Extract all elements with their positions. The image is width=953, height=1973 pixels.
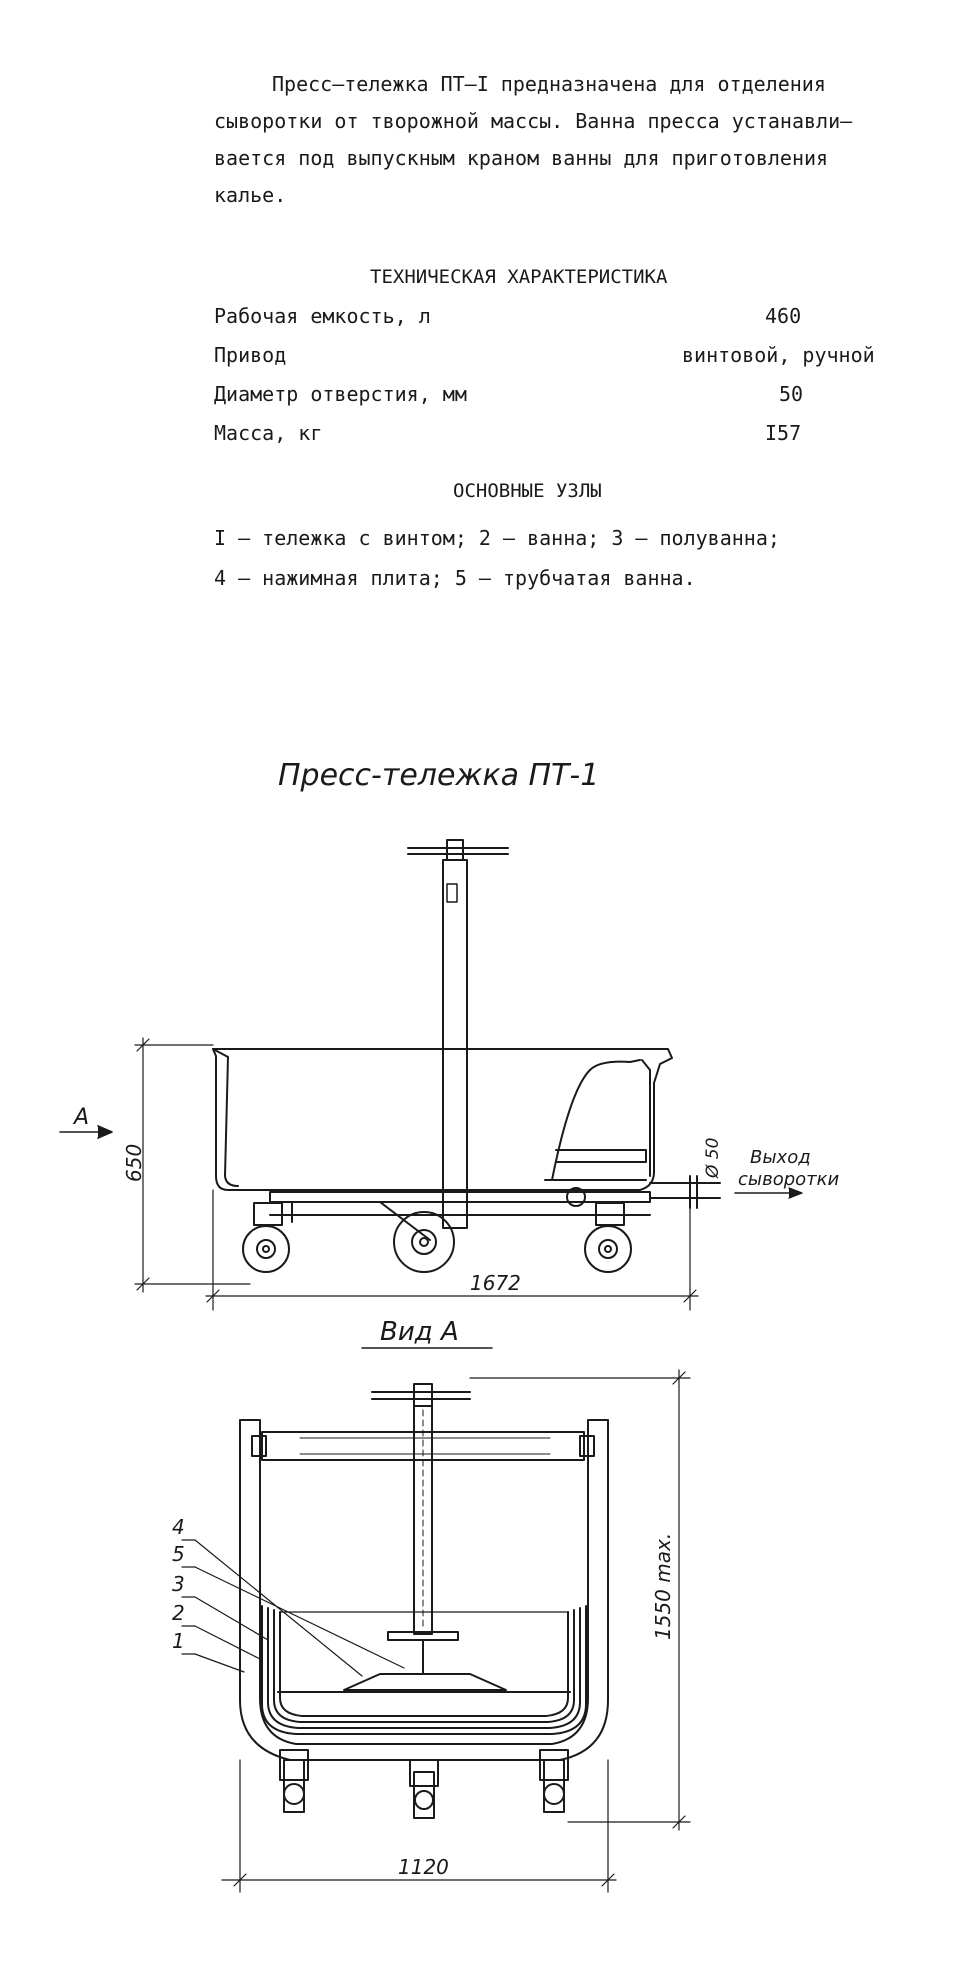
callout-label: 4 <box>172 1515 185 1539</box>
wheel-icon <box>393 1211 455 1273</box>
spec-row: Диаметр отверстия, мм 50 <box>214 382 884 412</box>
callout-label: 1 <box>172 1629 185 1653</box>
units-line: 4 – нажимная плита; 5 – трубчатая ванна. <box>214 566 696 590</box>
wheel-icon <box>584 1202 632 1273</box>
callout-label: 3 <box>172 1572 185 1596</box>
spec-value: винтовой, ручной <box>682 343 875 367</box>
length-dimension <box>205 1189 699 1311</box>
spec-value: I57 <box>765 421 802 445</box>
height-dim-label: 650 <box>122 1144 146 1182</box>
spec-row: Привод винтовой, ручной <box>214 343 884 373</box>
units-line: I – тележка с винтом; 2 – ванна; 3 – пол… <box>214 526 780 550</box>
specs-heading: ТЕХНИЧЕСКАЯ ХАРАКТЕРИСТИКА <box>370 266 668 288</box>
wheel-icon <box>242 1202 290 1273</box>
arrow-icon <box>59 1125 113 1139</box>
height-dim-label: 1550 max. <box>651 1533 675 1640</box>
width-dim-label: 1120 <box>398 1855 449 1879</box>
wheel-icon <box>279 1749 309 1813</box>
height-dimension <box>134 1037 251 1293</box>
spec-label: Диаметр отверстия, мм <box>214 382 467 406</box>
units-list: I – тележка с винтом; 2 – ванна; 3 – пол… <box>214 518 780 598</box>
outlet-dim-label: Ø 50 <box>703 1138 723 1179</box>
callout-label: 5 <box>172 1542 185 1566</box>
callout-label: 2 <box>172 1601 185 1625</box>
view-arrow-label: А <box>72 1105 89 1130</box>
intro-line: Пресс–тележка ПТ–I предназначена для отд… <box>272 72 826 96</box>
outlet-label: Выход <box>750 1147 811 1168</box>
spec-row: Рабочая емкость, л 460 <box>214 304 884 334</box>
units-heading: ОСНОВНЫЕ УЗЛЫ <box>453 480 602 502</box>
outlet-label: сыворотки <box>738 1169 840 1190</box>
spec-value: 50 <box>779 382 804 406</box>
arrow-icon <box>734 1187 803 1199</box>
length-dim-label: 1672 <box>470 1271 521 1295</box>
height-dimension <box>469 1369 691 1831</box>
spec-row: Масса, кг I57 <box>214 421 884 451</box>
intro-line: вается под выпускным краном ванны для пр… <box>214 146 829 170</box>
wheel-icon <box>539 1749 569 1813</box>
press-plate <box>343 1673 507 1691</box>
spec-label: Масса, кг <box>214 421 323 445</box>
intro-paragraph: Пресс–тележка ПТ–I предназначена для отд… <box>214 66 894 214</box>
spec-label: Рабочая емкость, л <box>214 304 431 328</box>
side-view: 650 А 1672 Ø 50 Выход сыво <box>59 839 840 1311</box>
intro-line: сыворотки от творожной массы. Ванна прес… <box>214 109 853 133</box>
screw <box>413 1405 433 1635</box>
callout-leaders <box>181 1539 405 1677</box>
spec-label: Привод <box>214 343 287 367</box>
width-dimension <box>221 1759 617 1893</box>
tank-set <box>261 1605 587 1735</box>
handwheel-icon <box>407 839 509 861</box>
cart-frame <box>269 1191 651 1241</box>
screw-column <box>442 859 468 1229</box>
front-view: 4 5 3 2 1 1550 max. 1120 <box>172 1369 691 1893</box>
outlet-pipe <box>649 1175 721 1209</box>
intro-line: калье. <box>214 183 287 207</box>
spec-value: 460 <box>765 304 802 328</box>
wheel-icon <box>409 1759 439 1819</box>
tank-body <box>212 1048 673 1207</box>
drawing-title: Пресс-тележка ПТ-1 <box>278 758 599 793</box>
front-view-title: Вид А <box>380 1317 459 1347</box>
